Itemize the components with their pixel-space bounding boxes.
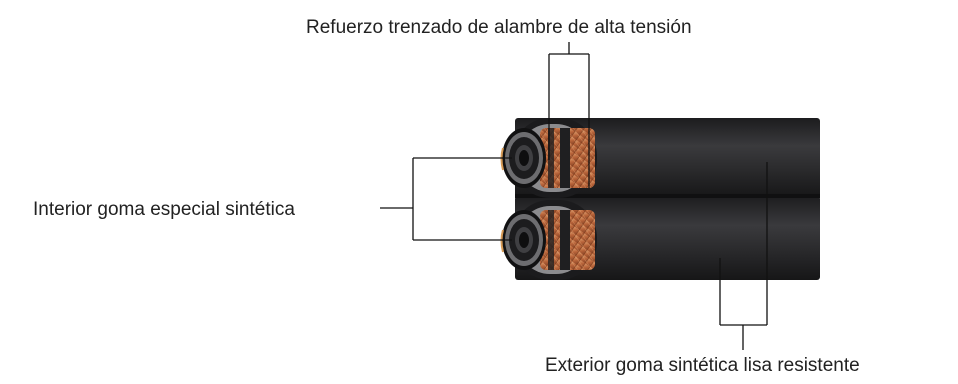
lower-hose-section [500,200,597,280]
reinforcement-label: Refuerzo trenzado de alambre de alta ten… [306,17,692,38]
inner-rubber-label: Interior goma especial sintética [33,199,295,220]
upper-hose-section [500,118,597,198]
outer-cover-label: Exterior goma sintética lisa resistente [545,355,860,376]
reinforcement-leader-line [548,42,590,188]
outer-cover-leader-line [719,162,768,350]
inner-rubber-leader-line [380,157,512,241]
